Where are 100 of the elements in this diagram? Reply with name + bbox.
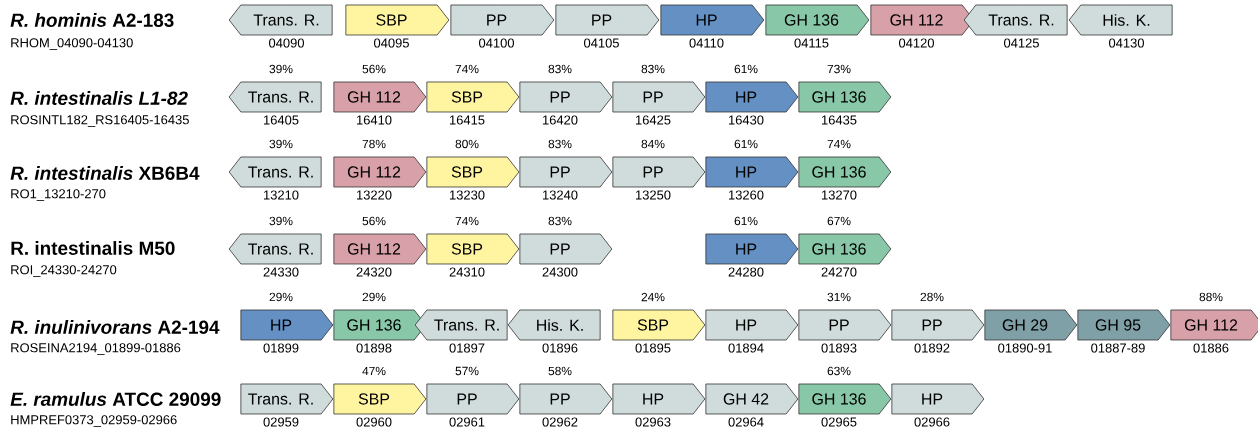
identity-percent: 83% <box>548 216 572 226</box>
locus-number: 16410 <box>357 115 392 125</box>
locus-number: 24330 <box>263 267 299 277</box>
locus-range: RO1_13210-270 <box>11 189 106 201</box>
gene-box: PP <box>450 4 555 36</box>
strain-name: R. intestinalis M50 <box>11 241 175 255</box>
gene-box: HP <box>705 81 799 113</box>
strain-name: R. intestinalis XB6B4 <box>10 166 200 180</box>
gene-box: GH 112 <box>333 156 427 188</box>
locus-number: 01894 <box>728 343 764 353</box>
gene-box: GH 136 <box>798 81 892 113</box>
gene-box: GH 136 <box>798 233 892 265</box>
locus-number: 04105 <box>584 38 619 48</box>
strain-name: R. intestinalis L1-82 <box>10 91 188 105</box>
identity-percent: 28% <box>920 292 944 302</box>
locus-number: 16430 <box>729 115 764 125</box>
locus-number: 24280 <box>728 267 764 277</box>
identity-percent: 56% <box>362 64 386 74</box>
gene-box: GH 112 <box>1170 309 1258 341</box>
identity-percent: 61% <box>734 64 758 74</box>
identity-percent: 29% <box>362 292 386 302</box>
gene-box: Trans. R. <box>228 81 322 113</box>
locus-number: 02964 <box>728 417 764 427</box>
gene-box: Trans. R. <box>963 4 1068 36</box>
identity-percent: 74% <box>455 64 479 74</box>
locus-number: 01895 <box>635 343 671 353</box>
gene-box: GH 29 <box>984 309 1078 341</box>
locus-number: 13250 <box>636 190 671 200</box>
identity-percent: 39% <box>269 216 293 226</box>
gene-box: GH 136 <box>765 4 870 36</box>
identity-percent: 74% <box>827 139 851 149</box>
locus-number: 24300 <box>542 267 578 277</box>
gene-box: GH 136 <box>333 309 427 341</box>
gene-box: HP <box>612 383 706 415</box>
gene-box: HP <box>660 4 765 36</box>
identity-percent: 78% <box>362 139 386 149</box>
gene-box: PP <box>612 156 706 188</box>
identity-percent: 39% <box>269 64 293 74</box>
locus-number: 13270 <box>822 190 857 200</box>
gene-box: GH 95 <box>1077 309 1171 341</box>
locus-number: 01896 <box>542 343 578 353</box>
gene-box: SBP <box>333 383 427 415</box>
locus-number: 02960 <box>356 417 392 427</box>
gene-box: Trans. R. <box>240 383 334 415</box>
locus-range: ROSEINA2194_01899-01886 <box>11 343 181 355</box>
gene-box: PP <box>519 81 613 113</box>
strain-name: R. inulinivorans A2-194 <box>10 320 220 334</box>
locus-number: 01890-91 <box>998 343 1052 353</box>
locus-number: 16435 <box>822 115 857 125</box>
identity-percent: 58% <box>548 366 572 376</box>
identity-percent: 39% <box>269 139 293 149</box>
gene-box: His. K. <box>1068 4 1173 36</box>
gene-box: GH 42 <box>705 383 799 415</box>
gene-box: PP <box>519 383 613 415</box>
locus-number: 13230 <box>450 190 485 200</box>
locus-number: 02966 <box>914 417 950 427</box>
locus-number: 02961 <box>449 417 485 427</box>
locus-range: HMPREF0373_02959-02966 <box>11 415 177 427</box>
locus-number: 16420 <box>543 115 578 125</box>
gene-box: HP <box>705 156 799 188</box>
identity-percent: 83% <box>548 139 572 149</box>
identity-percent: 73% <box>827 64 851 74</box>
gene-box: PP <box>519 156 613 188</box>
locus-number: 13240 <box>543 190 578 200</box>
gene-box: PP <box>426 383 520 415</box>
identity-percent: 74% <box>455 216 479 226</box>
gene-box: GH 136 <box>798 383 892 415</box>
locus-number: 13210 <box>264 190 299 200</box>
locus-number: 02963 <box>635 417 671 427</box>
gene-box: PP <box>891 309 985 341</box>
locus-number: 24320 <box>356 267 392 277</box>
identity-percent: 83% <box>641 64 665 74</box>
locus-number: 04120 <box>899 38 934 48</box>
gene-box: Trans. R. <box>414 309 508 341</box>
identity-percent: 57% <box>455 366 479 376</box>
gene-box: HP <box>705 233 799 265</box>
identity-percent: 67% <box>827 216 851 226</box>
gene-box: GH 112 <box>870 4 975 36</box>
gene-box: GH 112 <box>333 233 427 265</box>
locus-number: 04125 <box>1004 38 1039 48</box>
locus-number: 02965 <box>821 417 857 427</box>
locus-number: 04095 <box>374 38 409 48</box>
identity-percent: 88% <box>1199 292 1223 302</box>
locus-number: 04115 <box>794 38 829 48</box>
gene-box: Trans. R. <box>228 156 322 188</box>
locus-number: 01892 <box>914 343 950 353</box>
gene-box: PP <box>612 81 706 113</box>
gene-box: PP <box>519 233 613 265</box>
gene-box: SBP <box>426 81 520 113</box>
gene-box: HP <box>891 383 985 415</box>
locus-number: 01898 <box>356 343 392 353</box>
strain-name: R. hominis A2-183 <box>10 13 174 27</box>
gene-box: GH 112 <box>333 81 427 113</box>
gene-box: Trans. R. <box>228 4 333 36</box>
locus-number: 04110 <box>689 38 724 48</box>
gene-box: HP <box>240 309 334 341</box>
identity-percent: 31% <box>827 292 851 302</box>
locus-number: 24270 <box>821 267 857 277</box>
gene-box: SBP <box>345 4 450 36</box>
locus-number: 01899 <box>263 343 299 353</box>
